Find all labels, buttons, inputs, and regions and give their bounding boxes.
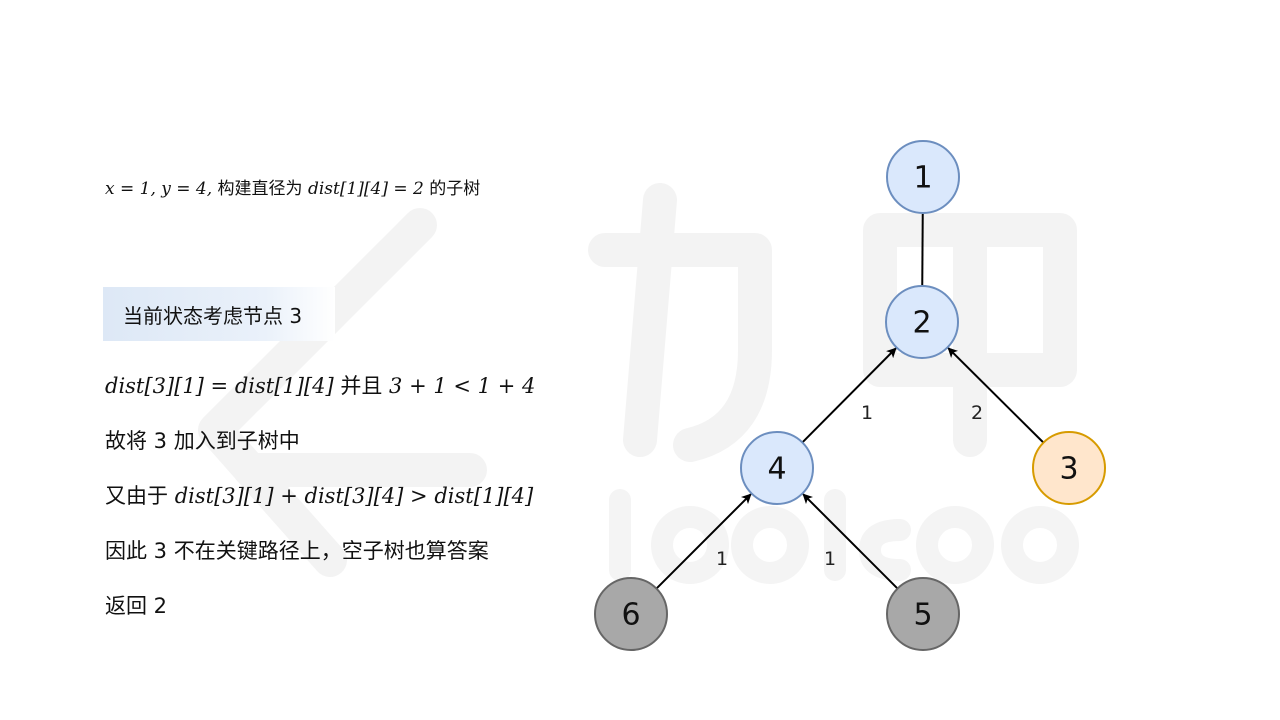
tree-node-1: 1 xyxy=(886,140,960,214)
node-label-3: 3 xyxy=(1059,452,1078,487)
condition-math-a: dist[3][1] = dist[1][4] xyxy=(105,374,334,398)
node-circle-6 xyxy=(594,577,668,651)
heading-text-b: 的子树 xyxy=(423,179,481,199)
condition-math-b: 3 + 1 < 1 + 4 xyxy=(389,374,536,398)
edge-weight-4-2: 1 xyxy=(861,402,873,424)
condition-line: dist[3][1] = dist[1][4] 并且 3 + 1 < 1 + 4 xyxy=(105,370,535,400)
edge-4-2 xyxy=(801,347,897,444)
node-label-5: 5 xyxy=(913,598,932,633)
edge-weight-5-4: 1 xyxy=(824,548,836,570)
heading-text-a: 构建直径为 xyxy=(212,179,308,199)
node-circle-1 xyxy=(886,140,960,214)
node-circle-4 xyxy=(740,431,814,505)
edge-3-2 xyxy=(947,347,1045,444)
heading-math-xy: x = 1, y = 4, xyxy=(105,179,213,199)
current-state-label: 当前状态考虑节点 3 xyxy=(123,304,303,328)
node-label-2: 2 xyxy=(912,306,931,341)
node-label-6: 6 xyxy=(621,598,640,633)
inequality-line: 又由于 dist[3][1] + dist[3][4] > dist[1][4] xyxy=(105,480,533,510)
edge-weight-3-2: 2 xyxy=(971,402,983,424)
tree-node-5: 5 xyxy=(886,577,960,651)
edge-5-4 xyxy=(802,493,899,590)
condition-text: 并且 xyxy=(333,374,390,398)
add-node-line: 故将 3 加入到子树中 xyxy=(105,429,300,453)
node-label-1: 1 xyxy=(913,161,932,196)
tree-node-2: 2 xyxy=(885,285,959,359)
conclusion-line: 因此 3 不在关键路径上，空子树也算答案 xyxy=(105,539,489,563)
tree-node-6: 6 xyxy=(594,577,668,651)
node-circle-3 xyxy=(1032,431,1106,505)
node-label-4: 4 xyxy=(767,452,786,487)
inequality-math: dist[3][1] + dist[3][4] > dist[1][4] xyxy=(174,484,534,508)
current-state-box: 当前状态考虑节点 3 xyxy=(103,287,335,341)
edge-weight-6-4: 1 xyxy=(716,548,728,570)
heading-math-dist: dist[1][4] = 2 xyxy=(307,179,424,199)
return-line: 返回 2 xyxy=(105,594,168,618)
subtree-heading: x = 1, y = 4, 构建直径为 dist[1][4] = 2 的子树 xyxy=(105,174,480,199)
tree-node-4: 4 xyxy=(740,431,814,505)
inequality-text: 又由于 xyxy=(105,484,175,508)
node-circle-5 xyxy=(886,577,960,651)
tree-node-3: 3 xyxy=(1032,431,1106,505)
edge-6-4 xyxy=(655,493,752,590)
node-circle-2 xyxy=(885,285,959,359)
